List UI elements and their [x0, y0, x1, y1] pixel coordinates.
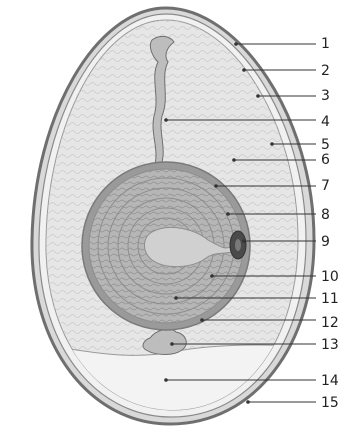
label-8: 8	[321, 207, 330, 223]
leader-dot-15	[246, 400, 250, 404]
label-5: 5	[321, 137, 330, 153]
germinal-disc-center	[235, 239, 241, 251]
label-numbers: 1 2 3 4 5 6 7 8 9 10 11 12 13 14 15	[321, 36, 339, 411]
leader-dot-5	[270, 142, 274, 146]
label-12: 12	[321, 315, 339, 331]
label-1: 1	[321, 36, 330, 52]
label-14: 14	[321, 373, 339, 389]
label-4: 4	[321, 114, 330, 130]
label-9: 9	[321, 234, 330, 250]
leader-dot-3	[256, 94, 260, 98]
leader-dot-2	[242, 68, 246, 72]
label-3: 3	[321, 88, 330, 104]
leader-dot-9	[242, 239, 246, 243]
leader-dot-1	[234, 42, 238, 46]
leader-dot-7	[214, 184, 218, 188]
label-6: 6	[321, 152, 330, 168]
leader-dot-14	[164, 378, 168, 382]
label-7: 7	[321, 178, 330, 194]
label-2: 2	[321, 63, 330, 79]
leader-dot-4	[164, 118, 168, 122]
label-11: 11	[321, 291, 339, 307]
leader-dot-6	[232, 158, 236, 162]
leader-dot-11	[174, 296, 178, 300]
label-13: 13	[321, 337, 339, 353]
label-15: 15	[321, 395, 339, 411]
leader-dot-10	[210, 274, 214, 278]
leader-dot-8	[226, 212, 230, 216]
leader-dot-12	[200, 318, 204, 322]
label-10: 10	[321, 269, 339, 285]
leader-dot-13	[170, 342, 174, 346]
